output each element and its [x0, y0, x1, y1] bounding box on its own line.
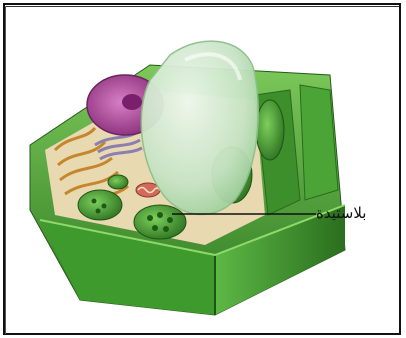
plastid	[134, 205, 186, 239]
nucleolus	[122, 94, 142, 110]
plastid-label: بلاستيدة	[316, 204, 366, 222]
